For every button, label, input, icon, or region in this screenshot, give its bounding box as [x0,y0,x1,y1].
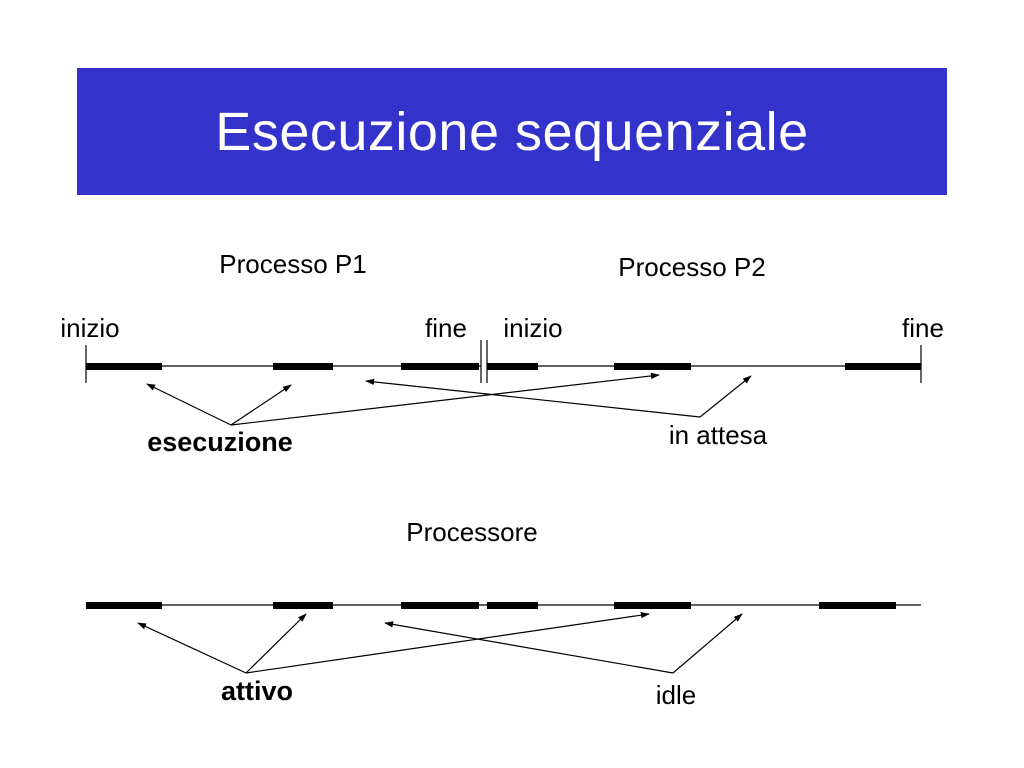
exec-segment [845,363,921,370]
active-segment [614,602,691,609]
exec-segment [86,363,162,370]
active-arrow [245,613,307,674]
active-arrow [245,612,650,674]
slide-title: Esecuzione sequenziale [215,101,809,162]
processor-timeline: Processore attivo idle [86,517,921,710]
p2-end-label: fine [902,313,944,343]
exec-segment [273,363,333,370]
idle-label: idle [656,680,696,710]
processor-label: Processore [406,517,538,547]
idle-arrow [384,621,674,674]
execution-arrow [230,384,292,426]
waiting-arrow [699,375,752,418]
waiting-arrow [365,378,701,418]
process2-label: Processo P2 [618,252,765,282]
active-segment [487,602,538,609]
p1-end-label: fine [425,313,467,343]
idle-arrow [672,613,743,674]
p2-start-label: inizio [503,313,562,343]
exec-segment [401,363,479,370]
execution-label: esecuzione [147,427,293,457]
process1-label: Processo P1 [219,249,366,279]
active-segment [819,602,896,609]
active-arrow [137,622,247,674]
execution-arrow [230,372,660,426]
title-banner: Esecuzione sequenziale [77,68,947,195]
active-segment [273,602,333,609]
p1-start-label: inizio [60,313,119,343]
execution-arrow [146,383,232,426]
waiting-label: in attesa [669,420,768,450]
active-segment [401,602,479,609]
active-segment [86,602,162,609]
process-timeline: Processo P1 Processo P2 inizio fine iniz… [60,249,944,457]
exec-segment [487,363,538,370]
active-label: attivo [221,676,293,706]
exec-segment [614,363,691,370]
